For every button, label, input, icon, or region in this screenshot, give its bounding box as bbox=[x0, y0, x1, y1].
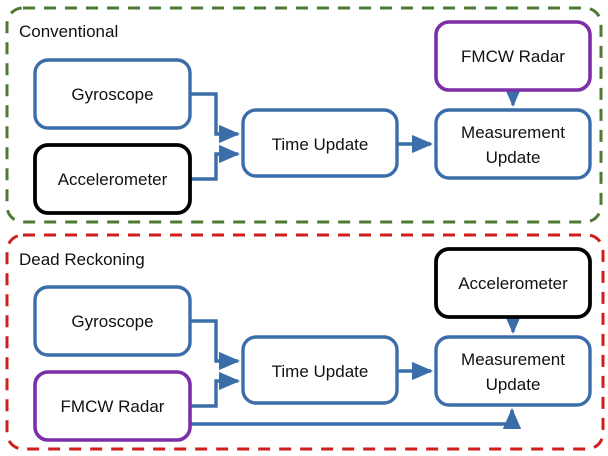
node-dr-accelerometer[interactable]: Accelerometer bbox=[434, 247, 592, 319]
node-conv-time-update-box[interactable] bbox=[241, 108, 399, 178]
node-dr-time-update-box[interactable] bbox=[241, 335, 399, 405]
node-dr-accelerometer-label: Accelerometer bbox=[458, 274, 568, 293]
edge-conv-accelerometer-to-time-update bbox=[190, 144, 241, 181]
node-dr-gyroscope-box[interactable] bbox=[33, 285, 192, 357]
edge-dr-fmcw-radar-to-measurement-update bbox=[190, 407, 522, 430]
node-conv-gyroscope-box[interactable] bbox=[33, 58, 192, 130]
node-dr-fmcw-radar-label: FMCW Radar bbox=[61, 397, 165, 416]
panel-conventional-title: Conventional bbox=[19, 22, 118, 41]
node-conv-time-update-label: Time Update bbox=[272, 135, 369, 154]
node-conv-gyroscope-label: Gyroscope bbox=[71, 85, 153, 104]
node-dr-time-update-label: Time Update bbox=[272, 362, 369, 381]
node-dr-measurement-update[interactable]: Measurement Update bbox=[434, 335, 592, 407]
node-conv-fmcw-radar-box[interactable] bbox=[434, 20, 592, 92]
node-conv-accelerometer-label: Accelerometer bbox=[58, 170, 168, 189]
node-conv-time-update[interactable]: Time Update bbox=[241, 108, 399, 178]
node-conv-measurement-update-label-line2: Update bbox=[486, 148, 541, 167]
panel-conventional-border bbox=[5, 6, 603, 224]
panel-dead-reckoning: Dead Reckoning Gyroscope FMCW Radar bbox=[5, 233, 605, 451]
edge-dr-fmcw-radar-to-time-update bbox=[190, 371, 241, 408]
node-conv-measurement-update-box[interactable] bbox=[434, 108, 592, 180]
node-dr-measurement-update-label-line2: Update bbox=[486, 375, 541, 394]
panel-dead-reckoning-border bbox=[5, 233, 605, 451]
node-dr-measurement-update-box[interactable] bbox=[434, 335, 592, 407]
edge-dr-gyroscope-to-time-update bbox=[190, 319, 241, 371]
node-conv-accelerometer[interactable]: Accelerometer bbox=[33, 143, 192, 215]
node-conv-gyroscope[interactable]: Gyroscope bbox=[33, 58, 192, 130]
node-conv-measurement-update[interactable]: Measurement Update bbox=[434, 108, 592, 180]
node-dr-gyroscope[interactable]: Gyroscope bbox=[33, 285, 192, 357]
node-dr-measurement-update-label-line1: Measurement bbox=[461, 350, 565, 369]
node-dr-time-update[interactable]: Time Update bbox=[241, 335, 399, 405]
node-dr-gyroscope-label: Gyroscope bbox=[71, 312, 153, 331]
node-conv-measurement-update-label-line1: Measurement bbox=[461, 123, 565, 142]
edge-conv-gyroscope-to-time-update bbox=[190, 92, 241, 144]
node-dr-fmcw-radar-box[interactable] bbox=[33, 370, 192, 442]
node-dr-accelerometer-box[interactable] bbox=[434, 247, 592, 319]
panel-dead-reckoning-title: Dead Reckoning bbox=[19, 250, 145, 269]
panel-conventional: Conventional Gyroscope Accelerometer bbox=[5, 6, 603, 224]
node-conv-fmcw-radar-label: FMCW Radar bbox=[461, 47, 565, 66]
node-conv-fmcw-radar[interactable]: FMCW Radar bbox=[434, 20, 592, 92]
node-conv-accelerometer-box[interactable] bbox=[33, 143, 192, 215]
node-dr-fmcw-radar[interactable]: FMCW Radar bbox=[33, 370, 192, 442]
